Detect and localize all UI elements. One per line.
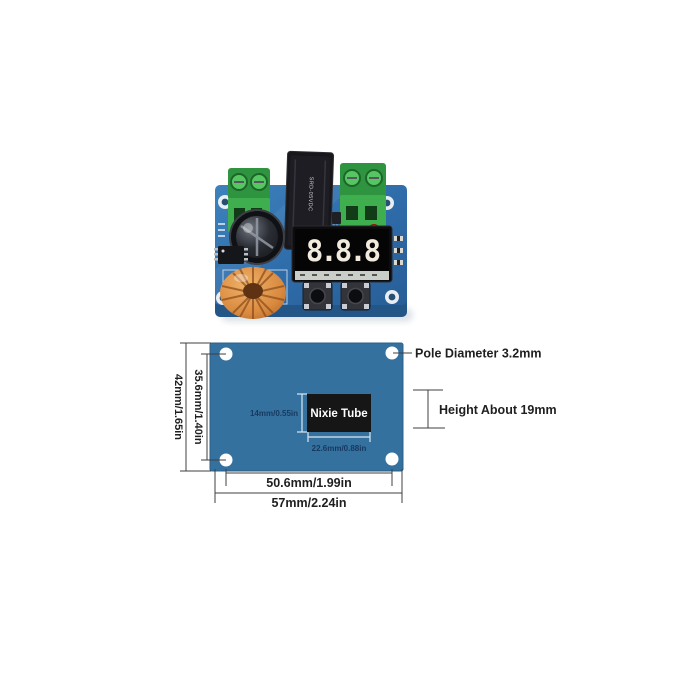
set-button-left [302,281,333,311]
display-solder-strip [295,271,389,280]
hole-width-label: 50.6mm/1.99in [266,476,351,490]
hole-height-label: 35.6mm/1.40in [192,369,204,444]
terminal-block-right [340,163,386,232]
module-height-label: Height About 19mm [439,403,557,417]
nixie-tube-label: Nixie Tube [310,408,367,420]
dimension-diagram-svg: Nixie Tube 14mm/0.55in 22.6mm/0.88in 42m… [172,342,557,510]
digital-display: 8.8.8 [291,225,393,283]
dim-line-outer-width [214,469,403,503]
dim-line-tube-height [297,393,307,433]
ic-chip [214,246,248,264]
seven-segment-value: 8.8.8 [306,234,380,268]
pole-diameter-label: Pole Diameter 3.2mm [415,347,541,361]
product-photo: SRD-05VDC [185,130,455,340]
tube-width-label: 22.6mm/0.88in [312,444,367,453]
module-photo-svg: SRD-05VDC [214,150,413,322]
height-bracket [413,389,445,429]
dim-line-outer-height [180,342,211,472]
dim-line-hole-width [225,469,393,486]
dimension-diagram: Nixie Tube 14mm/0.55in 22.6mm/0.88in 42m… [155,333,565,523]
outer-height-label: 42mm/1.65in [172,374,184,440]
relay-marking: SRD-05VDC [307,177,314,212]
outer-width-label: 57mm/2.24in [271,496,346,510]
smd-resistors [394,236,403,265]
inductor-coil [220,267,286,319]
tube-height-label: 14mm/0.55in [250,409,298,418]
set-button-right [340,281,371,311]
board-outline [209,342,404,472]
dim-line-tube-width [307,432,371,442]
dim-line-hole-height [201,353,226,461]
nixie-tube-block [307,394,371,432]
